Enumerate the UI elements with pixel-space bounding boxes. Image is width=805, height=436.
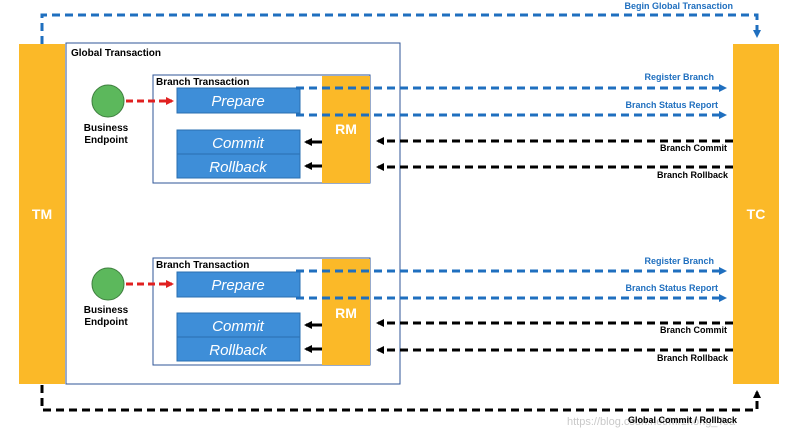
- prepare-label: Prepare: [211, 93, 264, 110]
- branch-transaction-1: Branch Transaction Business Endpoint Pre…: [84, 72, 733, 184]
- endpoint-label-line2: Endpoint: [84, 135, 128, 146]
- rm-box: [322, 259, 370, 365]
- commit-label: Commit: [212, 318, 264, 335]
- commit-box: [176, 312, 301, 338]
- rm-label: RM: [335, 121, 357, 137]
- branch-title: Branch Transaction: [156, 77, 249, 88]
- tc-label: TC: [747, 206, 766, 222]
- rollback-label: Rollback: [209, 159, 268, 176]
- branch-commit-label: Branch Commit: [660, 325, 727, 335]
- branch-status-report-label: Branch Status Report: [625, 283, 718, 293]
- branch-rollback-label: Branch Rollback: [657, 353, 729, 363]
- branch-transaction-2: Branch Transaction Business Endpoint Pre…: [84, 256, 733, 366]
- tc-actor: [733, 44, 779, 384]
- begin-global-label: Begin Global Transaction: [624, 1, 733, 11]
- register-branch-label: Register Branch: [644, 256, 714, 266]
- tm-label: TM: [32, 206, 52, 222]
- watermark-text: https://blog.csdn.net/Mrzhong_Toa: [567, 416, 736, 428]
- prepare-label: Prepare: [211, 277, 264, 294]
- business-endpoint-icon: [91, 267, 125, 301]
- branch-title: Branch Transaction: [156, 260, 249, 271]
- rm-box: [322, 76, 370, 183]
- branch-rollback-label: Branch Rollback: [657, 170, 729, 180]
- rm-label: RM: [335, 305, 357, 321]
- endpoint-label-line2: Endpoint: [84, 317, 128, 328]
- branch-status-report-label: Branch Status Report: [625, 100, 718, 110]
- endpoint-label-line1: Business: [84, 305, 129, 316]
- tm-actor: [19, 44, 65, 384]
- branch-commit-label: Branch Commit: [660, 143, 727, 153]
- prepare-box: [176, 271, 301, 298]
- register-branch-label: Register Branch: [644, 72, 714, 82]
- endpoint-label-line1: Business: [84, 123, 129, 134]
- rollback-box: [176, 153, 301, 179]
- business-endpoint-icon: [91, 84, 125, 118]
- global-commit-arrow: [40, 385, 761, 412]
- prepare-box: [176, 87, 301, 114]
- rollback-label: Rollback: [209, 342, 268, 359]
- rollback-box: [176, 336, 301, 362]
- global-commit-label: Global Commit / Rollback: [628, 415, 738, 425]
- commit-box: [176, 129, 301, 155]
- global-transaction-title: Global Transaction: [71, 48, 161, 59]
- commit-label: Commit: [212, 135, 264, 152]
- begin-global-arrow: [40, 13, 761, 44]
